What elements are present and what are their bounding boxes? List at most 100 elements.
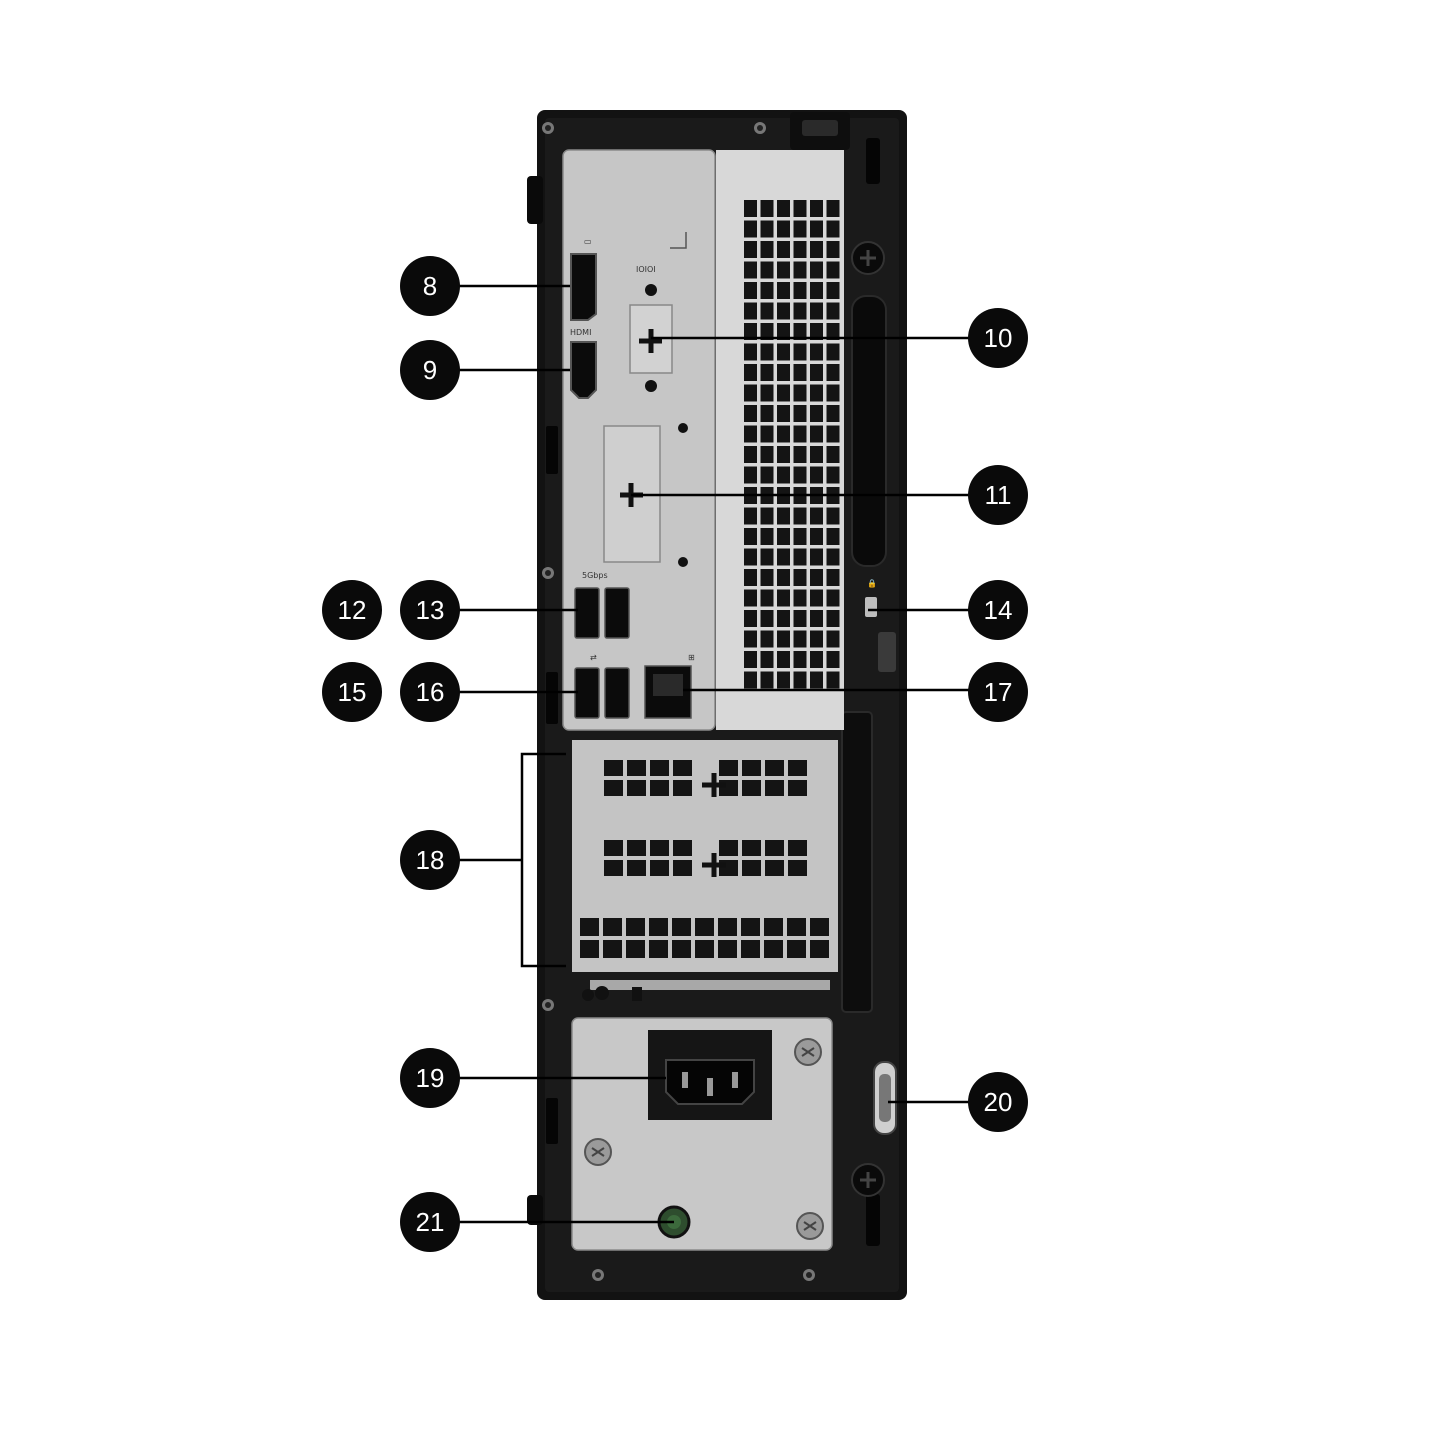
vent-hole [810,940,829,958]
vent-hole [744,425,757,443]
vent-hole [760,528,774,545]
vent-hole [810,200,823,217]
vent-hole [793,446,807,463]
callout-17: 17 [968,662,1028,722]
callout-12: 12 [322,580,382,640]
padlock-ring [878,632,896,672]
displayport-icon: ▭ [584,237,592,246]
callout-9-label: 9 [423,355,437,385]
vent-hole [788,780,807,796]
lock-icon: 🔒 [867,579,877,588]
vent-hole [626,940,645,958]
vent-hole [810,569,823,586]
vent-hole [810,364,823,381]
vent-hole [810,589,823,607]
vent-hole [741,918,760,936]
vent-hole [793,364,807,381]
vent-hole [764,940,783,958]
vent-hole [810,548,823,566]
vent-hole [777,610,790,627]
vent-hole [777,528,790,545]
vent-hole [744,610,757,627]
vent-hole [765,860,784,876]
vent-hole [744,282,757,299]
vent-hole [793,200,807,217]
vent-hole [793,630,807,648]
vent-hole [826,343,840,361]
vent-hole [810,302,823,320]
vent-hole [760,630,774,648]
callout-16: 16 [400,662,460,722]
callout-8-label: 8 [423,271,437,301]
vent-hole [777,507,790,525]
vent-hole [793,282,807,299]
vent-hole [760,261,774,279]
vent-hole [810,630,823,648]
vent-hole [826,220,840,238]
callout-19-label: 19 [416,1063,445,1093]
slot-cover-screw [702,773,726,797]
vent-hole [826,405,840,422]
vent-hole [765,780,784,796]
vent-hole [793,425,807,443]
vent-hole [764,918,783,936]
vent-hole [777,548,790,566]
power-supply [571,1017,833,1251]
vent-hole [810,261,823,279]
vent-hole [719,780,738,796]
vent-hole [826,507,840,525]
callout-20-label: 20 [984,1087,1013,1117]
vent-hole [580,940,599,958]
vent-hole [604,860,623,876]
vent-hole [744,528,757,545]
vent-hole [744,343,757,361]
vent-hole [826,446,840,463]
vent-hole [765,760,784,776]
vent-hole [672,918,691,936]
vent-hole [810,323,823,340]
network-icon: ⊞ [688,653,695,662]
vent-hole [826,200,840,217]
callout-11-label: 11 [985,480,1012,510]
vent-hole [760,446,774,463]
vent-hole [760,610,774,627]
vent-hole [719,840,738,856]
vent-hole [744,200,757,217]
vent-hole [744,589,757,607]
callout-19: 19 [400,1048,460,1108]
vent-hole [826,302,840,320]
vent-hole [826,610,840,627]
vent-hole [793,466,807,484]
vent-hole [810,651,823,668]
vent-hole [672,940,691,958]
vent-hole [760,302,774,320]
vent-hole [718,940,737,958]
vent-hole [793,241,807,258]
ethernet-port: ⊞ [644,653,695,719]
vent-hole [793,651,807,668]
vent-hole [744,261,757,279]
vent-hole [826,466,840,484]
vent-hole [826,569,840,586]
vent-hole [777,651,790,668]
callout-13-label: 13 [416,595,445,625]
vent-hole [744,651,757,668]
vent-hole [777,466,790,484]
vent-hole [777,446,790,463]
vent-hole [626,918,645,936]
callout-10: 10 [968,308,1028,368]
vent-hole [744,384,757,402]
vent-hole [744,302,757,320]
vent-hole [744,241,757,258]
vent-hole [604,760,623,776]
vent-hole [744,671,757,689]
usb-speed-label: 5Gbps [582,571,608,580]
vent-hole [760,589,774,607]
vent-hole [826,282,840,299]
vent-hole [760,364,774,381]
usb-icon: ⇄ [590,653,597,662]
vent-hole [742,760,761,776]
vent-hole [777,671,790,689]
vent-hole [788,760,807,776]
callout-13: 13 [400,580,460,640]
